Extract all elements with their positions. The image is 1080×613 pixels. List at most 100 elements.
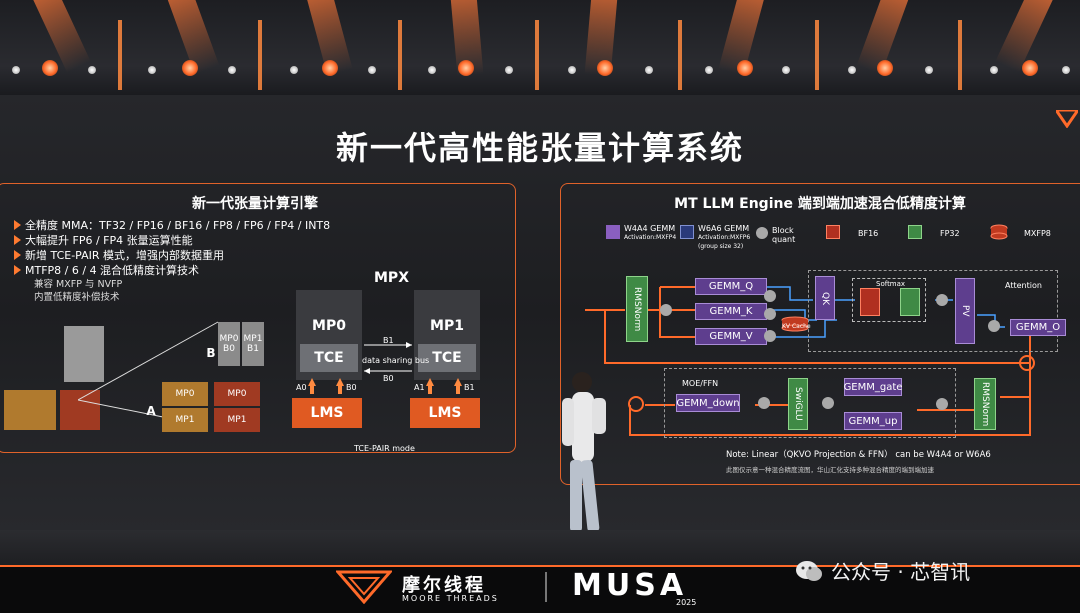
spot-light <box>428 66 436 74</box>
matrix-tile-a <box>4 390 56 430</box>
moore-threads-logo-icon <box>336 570 392 604</box>
spot-light <box>990 66 998 74</box>
spot-light <box>12 66 20 74</box>
mode-label: TCE-PAIR mode <box>354 444 415 453</box>
spot-light <box>782 66 790 74</box>
spot-light <box>848 66 856 74</box>
label-a: A <box>146 404 156 418</box>
feature-list: 全精度 MMA：TF32 / FP16 / BF16 / FP8 / FP6 /… <box>14 218 330 304</box>
quant-node <box>660 304 672 316</box>
stage-lamp <box>182 60 198 76</box>
matrix-tile-highlight <box>60 390 100 430</box>
mpx-label: MPX <box>374 270 409 286</box>
right-panel <box>560 183 1080 485</box>
light-bar <box>118 20 122 90</box>
bullet-arrow-icon <box>14 220 21 230</box>
spot-light <box>290 66 298 74</box>
legend-fp32-swatch <box>908 225 922 239</box>
watermark: 公众号 · 芯智讯 <box>795 556 970 585</box>
bullet-item: 新增 TCE-PAIR 模式，增强内部数据重用 <box>14 248 330 263</box>
rmsnorm2-block: RMSNorm <box>974 378 996 430</box>
quant-node <box>936 294 948 306</box>
note: Note: Linear（QKVO Projection & FFN） can … <box>726 450 991 460</box>
note-sub: 此图仅示意一种混合精度流图，华山汇化支持多种混合精度的端到端加速 <box>726 466 934 474</box>
spot-light <box>925 66 933 74</box>
rmsnorm-block: RMSNorm <box>626 276 648 342</box>
quant-node <box>764 330 776 342</box>
spot-light <box>88 66 96 74</box>
bullet-arrow-icon <box>14 235 21 245</box>
legend-w4a4-swatch <box>606 225 620 239</box>
light-bar <box>815 20 819 90</box>
stage-lamp <box>597 60 613 76</box>
quant-node <box>988 320 1000 332</box>
gemm-v-block: GEMM_V <box>695 328 767 345</box>
light-bar <box>398 20 402 90</box>
moe-label: MOE/FFN <box>682 379 719 388</box>
logo-icon <box>1056 110 1078 128</box>
stage-lamp <box>1022 60 1038 76</box>
gemm-down-block: GEMM_down <box>676 394 740 412</box>
bullet-item: MTFP8 / 6 / 4 混合低精度计算技术 <box>14 263 330 278</box>
mp0-c-tile: MP0 <box>214 382 260 406</box>
gemm-gate-block: GEMM_gate <box>844 378 902 396</box>
legend-mxfp8: MXFP8 <box>1024 229 1051 238</box>
max-block <box>860 288 880 316</box>
mp1-c-tile: MP1 <box>214 408 260 432</box>
stage-front <box>0 565 1080 613</box>
residual-add-icon <box>1019 355 1035 371</box>
pv-block: PV <box>955 278 975 344</box>
legend-w6a6-swatch <box>680 225 694 239</box>
sub-bullet: 内置低精度补偿技术 <box>34 292 120 303</box>
light-bar <box>678 20 682 90</box>
legend-bf16: BF16 <box>858 229 879 238</box>
light-bar <box>958 20 962 90</box>
bullet-item: 大幅提升 FP6 / FP4 张量运算性能 <box>14 233 330 248</box>
a0-label: A0 <box>296 383 307 392</box>
tce-block-1: TCE <box>418 344 476 372</box>
light-bar <box>535 20 539 90</box>
wechat-icon <box>796 560 822 581</box>
stage-lamp <box>458 60 474 76</box>
quant-node <box>764 308 776 320</box>
right-panel-title: MT LLM Engine 端到端加速混合低精度计算 <box>674 196 966 212</box>
lms-block-0: LMS <box>292 398 362 428</box>
kv-cache-label: KV Cache <box>782 323 811 330</box>
year-label: 2025 <box>676 598 697 607</box>
attention-group <box>808 270 1058 352</box>
lms-block-1: LMS <box>410 398 480 428</box>
light-bar <box>258 20 262 90</box>
bullet-arrow-icon <box>14 265 21 275</box>
light-beam <box>31 0 91 73</box>
qk-block: QK <box>815 276 835 320</box>
matrix-tile <box>64 326 104 382</box>
stage-lamp <box>737 60 753 76</box>
attention-label: Attention <box>1005 281 1042 290</box>
gemm-up-block: GEMM_up <box>844 412 902 430</box>
left-panel <box>0 183 516 453</box>
stage-lamp <box>42 60 58 76</box>
quant-node <box>822 397 834 409</box>
legend-fp32: FP32 <box>940 229 960 238</box>
spot-light <box>705 66 713 74</box>
legend-bf16-swatch <box>826 225 840 239</box>
residual-add-icon <box>628 396 644 412</box>
spot-light <box>505 66 513 74</box>
softmax-group <box>852 278 926 322</box>
stage-lamp <box>877 60 893 76</box>
b0-label: B0 <box>383 374 394 383</box>
musa-wordmark: MUSA <box>572 568 688 603</box>
gemm-q-block: GEMM_Q <box>695 278 767 295</box>
legend-block-quant-dot <box>756 227 768 239</box>
bullet-item: 全精度 MMA：TF32 / FP16 / BF16 / FP8 / FP6 /… <box>14 218 330 233</box>
ceiling-lights <box>0 0 1080 95</box>
brand-cn: 摩尔线程 <box>402 575 486 596</box>
gemm-o-block: GEMM_O <box>1010 319 1066 336</box>
spot-light <box>368 66 376 74</box>
mp1-a-tile: MP1 <box>162 408 208 432</box>
tce-block-0: TCE <box>300 344 358 372</box>
spot-light <box>645 66 653 74</box>
